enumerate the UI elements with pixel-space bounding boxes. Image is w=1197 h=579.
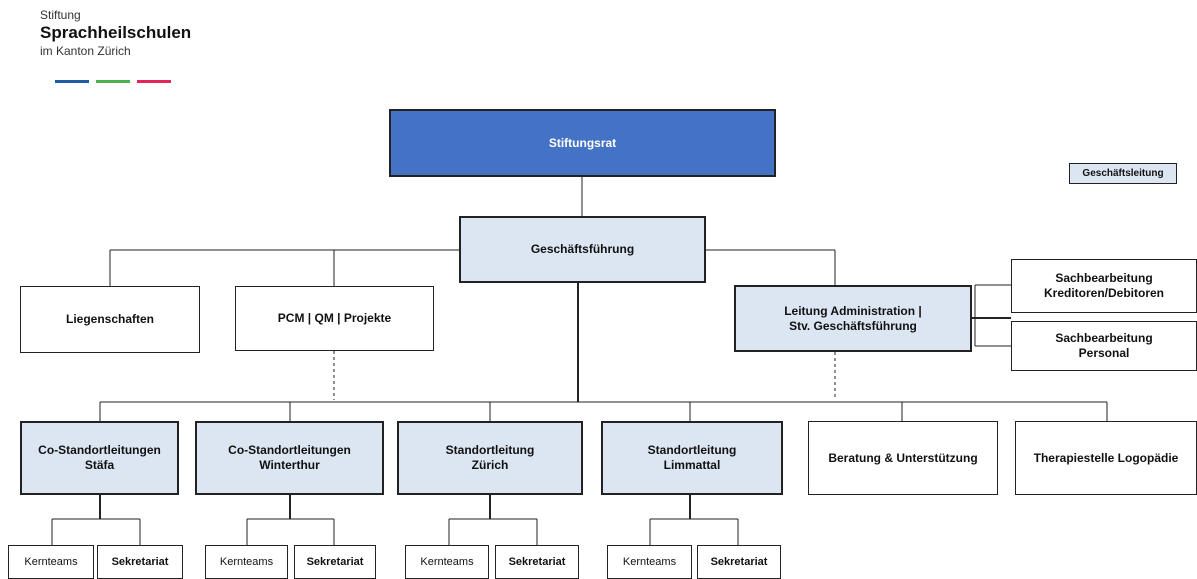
logo-bar-green bbox=[96, 80, 130, 83]
legend-management: Geschäftsleitung bbox=[1069, 163, 1177, 184]
node-leitung-administration: Leitung Administration | Stv. Geschäftsf… bbox=[734, 285, 972, 352]
node-standortleitung-zuerich: Standortleitung Zürich bbox=[397, 421, 583, 495]
node-sachbearbeitung-personal: Sachbearbeitung Personal bbox=[1011, 321, 1197, 371]
node-sekretariat-limmattal: Sekretariat bbox=[697, 545, 781, 579]
node-liegenschaften: Liegenschaften bbox=[20, 286, 200, 353]
node-stiftungsrat: Stiftungsrat bbox=[389, 109, 776, 177]
logo-line-1: Stiftung bbox=[40, 8, 81, 22]
node-sachbearbeitung-kreditoren: Sachbearbeitung Kreditoren/Debitoren bbox=[1011, 259, 1197, 313]
node-sekretariat-winterthur: Sekretariat bbox=[294, 545, 376, 579]
logo: Stiftung Sprachheilschulen im Kanton Zür… bbox=[40, 8, 191, 58]
node-sekretariat-zuerich: Sekretariat bbox=[495, 545, 579, 579]
node-geschaeftsfuehrung: Geschäftsführung bbox=[459, 216, 706, 283]
node-kernteams-zuerich: Kernteams bbox=[405, 545, 489, 579]
logo-bar-red bbox=[137, 80, 171, 83]
logo-bar-blue bbox=[55, 80, 89, 83]
node-standortleitung-limmattal: Standortleitung Limmattal bbox=[601, 421, 783, 495]
node-kernteams-staefa: Kernteams bbox=[8, 545, 94, 579]
logo-line-3: im Kanton Zürich bbox=[40, 44, 131, 58]
node-kernteams-winterthur: Kernteams bbox=[205, 545, 288, 579]
node-beratung-unterstuetzung: Beratung & Unterstützung bbox=[808, 421, 998, 495]
logo-line-2: Sprachheilschulen bbox=[40, 23, 192, 42]
node-therapiestelle-logopaedie: Therapiestelle Logopädie bbox=[1015, 421, 1197, 495]
node-sekretariat-staefa: Sekretariat bbox=[97, 545, 183, 579]
node-co-standortleitungen-winterthur: Co-Standortleitungen Winterthur bbox=[195, 421, 384, 495]
node-co-standortleitungen-staefa: Co-Standortleitungen Stäfa bbox=[20, 421, 179, 495]
node-kernteams-limmattal: Kernteams bbox=[607, 545, 692, 579]
node-pcm-qm-projekte: PCM | QM | Projekte bbox=[235, 286, 434, 351]
